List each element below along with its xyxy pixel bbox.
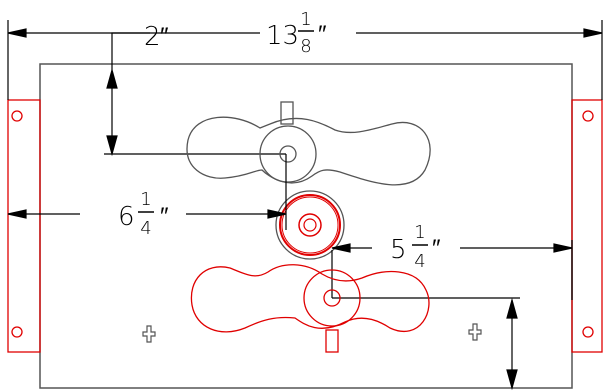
svg-text:″: ″ [160, 22, 169, 50]
svg-text:″: ″ [318, 20, 327, 48]
top-handle-outline [186, 101, 431, 186]
right-offset-label: 5 1 4 ″ [390, 222, 441, 272]
bottom-handle-outline [190, 264, 430, 353]
circle-hole-icon [11, 326, 23, 338]
svg-text:13: 13 [266, 21, 299, 51]
overall-width-label: 13 1 8 ″ [266, 9, 327, 57]
svg-text:″: ″ [160, 202, 169, 230]
crosshair-plus-icon [468, 323, 482, 341]
svg-text:4: 4 [140, 218, 151, 239]
svg-text:1: 1 [300, 9, 311, 30]
svg-text:2: 2 [144, 22, 161, 52]
svg-text:6: 6 [118, 202, 135, 232]
left-bracket [7, 99, 41, 353]
svg-text:1: 1 [140, 189, 151, 210]
svg-text:″: ″ [432, 234, 441, 262]
top-offset-dimension [104, 32, 286, 157]
svg-text:1: 1 [414, 222, 425, 243]
left-offset-dimension [7, 209, 287, 219]
center-cartridge [275, 190, 345, 260]
svg-text:5: 5 [390, 235, 407, 265]
circle-hole-icon [582, 110, 594, 122]
top-offset-label: 2 ″ [144, 22, 169, 52]
svg-text:4: 4 [414, 251, 425, 272]
svg-text:8: 8 [300, 36, 311, 57]
right-offset-dimension [331, 240, 573, 300]
right-bracket [571, 99, 603, 353]
left-offset-label: 6 1 4 ″ [118, 189, 169, 239]
overall-width-dimension [7, 20, 603, 100]
circle-hole-icon [582, 326, 594, 338]
circle-hole-icon [11, 110, 23, 122]
crosshair-plus-icon [142, 325, 156, 343]
bottom-offset-dimension [506, 297, 518, 391]
